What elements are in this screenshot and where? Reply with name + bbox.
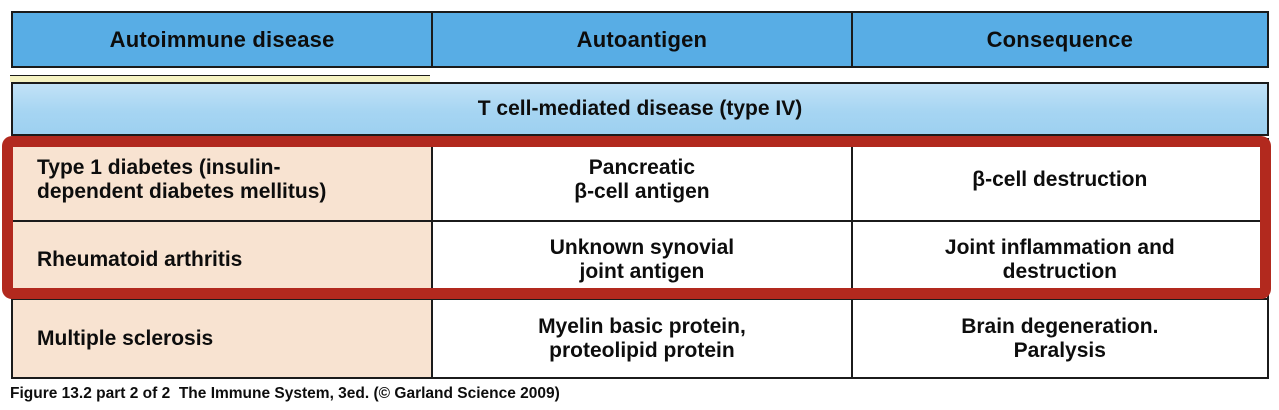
cell-consequence: β-cell destruction [850,140,1267,220]
section-header-row: T cell-mediated disease (type IV) [11,82,1269,136]
section-header-label: T cell-mediated disease (type IV) [477,97,803,120]
separator-strip [10,75,430,82]
cell-disease: Type 1 diabetes (insulin- dependent diab… [13,140,432,220]
cell-consequence: Brain degeneration. Paralysis [850,300,1267,377]
table-row: Multiple sclerosis Myelin basic protein,… [13,298,1267,377]
table-body: Type 1 diabetes (insulin- dependent diab… [11,138,1269,379]
table-row: Type 1 diabetes (insulin- dependent diab… [13,140,1267,220]
table-header-row: Autoimmune disease Autoantigen Consequen… [11,11,1269,68]
column-header-autoantigen: Autoantigen [431,13,850,66]
cell-disease: Rheumatoid arthritis [13,222,432,298]
cell-consequence: Joint inflammation and destruction [850,222,1267,298]
cell-autoantigen: Pancreatic β-cell antigen [431,140,850,220]
cell-disease: Multiple sclerosis [13,300,432,377]
table-row: Rheumatoid arthritis Unknown synovial jo… [13,220,1267,298]
column-header-autoimmune-disease: Autoimmune disease [109,26,335,52]
column-header-consequence: Consequence [850,13,1267,66]
cell-autoantigen: Myelin basic protein, proteolipid protei… [431,300,850,377]
figure-caption: Figure 13.2 part 2 of 2 The Immune Syste… [10,385,560,402]
cell-autoantigen: Unknown synovial joint antigen [431,222,850,298]
